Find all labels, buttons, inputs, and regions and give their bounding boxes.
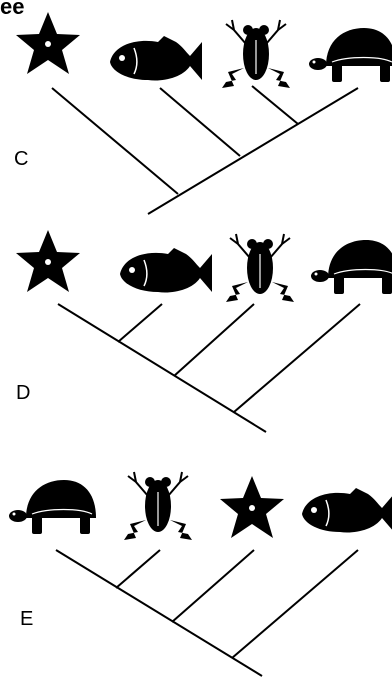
- starfish-icon: [220, 476, 284, 538]
- frog-icon: [124, 472, 192, 540]
- fish-icon: [120, 248, 212, 292]
- starfish-icon: [16, 230, 80, 292]
- starfish-icon: [16, 12, 80, 74]
- frog-icon: [226, 234, 294, 302]
- tree-c: [16, 12, 392, 214]
- turtle-icon: [311, 240, 392, 294]
- turtle-icon: [9, 480, 96, 534]
- fish-icon: [110, 36, 202, 80]
- turtle-icon: [309, 28, 392, 82]
- tree-d: [16, 230, 392, 432]
- tree-e: [9, 472, 392, 676]
- frog-icon: [222, 20, 290, 88]
- fish-icon: [302, 488, 392, 532]
